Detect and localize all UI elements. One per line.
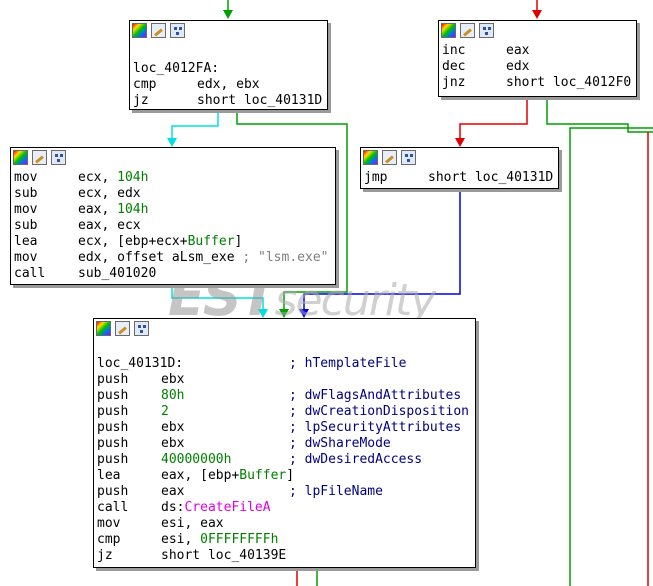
asm-line[interactable]: push	[97, 420, 129, 435]
asm-args: eax	[161, 484, 185, 499]
asm-line[interactable]: jz	[97, 548, 113, 563]
asm-line[interactable]: jnz	[442, 75, 466, 90]
block-header	[11, 148, 335, 167]
color-icon[interactable]	[96, 321, 111, 336]
block-header	[94, 319, 475, 338]
asm-line[interactable]: mov	[14, 170, 38, 185]
edit-icon[interactable]	[460, 23, 475, 38]
block-header	[439, 21, 636, 40]
asm-comment: ; lpFileName	[289, 484, 383, 499]
code-block-loop[interactable]: inc eax dec edx jnz short loc_4012F0	[438, 20, 637, 97]
asm-comment: ; dwFlagsAndAttributes	[289, 388, 462, 403]
asm-line[interactable]: jz	[133, 93, 149, 108]
edge-block3-to-block5	[171, 286, 264, 312]
edge-block2-to-block4	[459, 96, 528, 140]
asm-args: esi, 0FFFFFFFFh	[161, 532, 279, 547]
api-createfilea[interactable]: CreateFileA	[184, 500, 271, 515]
edge-arrow-block2	[532, 10, 542, 19]
asm-args: eax, 104h	[78, 202, 149, 217]
edge-right-green	[569, 127, 653, 586]
graph-icon[interactable]	[134, 321, 149, 336]
asm-args: 80h	[161, 388, 185, 403]
color-icon[interactable]	[13, 150, 28, 165]
asm-comment: ; hTemplateFile	[289, 356, 407, 371]
graph-icon[interactable]	[51, 150, 66, 165]
asm-comment: ; dwCreationDisposition	[289, 404, 470, 419]
asm-args: short loc_40131D	[428, 170, 554, 185]
asm-line[interactable]: lea	[97, 468, 121, 483]
asm-args: short loc_40139E	[161, 548, 287, 563]
asm-line[interactable]: sub	[14, 186, 38, 201]
asm-line[interactable]: push	[97, 372, 129, 387]
asm-args: short loc_4012F0	[506, 75, 632, 90]
edge-block1-to-block5	[236, 109, 348, 312]
asm-line[interactable]: push	[97, 388, 129, 403]
asm-args: eax, ecx	[78, 218, 141, 233]
asm-line[interactable]: sub	[14, 218, 38, 233]
block-header	[361, 148, 558, 167]
asm-line[interactable]: lea	[14, 234, 38, 249]
code-block-loc-40131d[interactable]: loc_40131D: ; hTemplateFile push ebx pus…	[93, 318, 476, 568]
asm-line[interactable]: call	[14, 266, 46, 281]
code-block-jmp[interactable]: jmp short loc_40131D	[360, 147, 559, 189]
asm-args: ecx, edx	[78, 186, 141, 201]
asm-line[interactable]: push	[97, 452, 129, 467]
asm-args: ebx	[161, 372, 185, 387]
code-block-lsm-copy[interactable]: mov ecx, 104h sub ecx, edx mov eax, 104h…	[10, 147, 336, 285]
asm-comment: ; dwShareMode	[289, 436, 391, 451]
block-header	[130, 21, 327, 40]
edge-arrow-block1	[223, 10, 233, 19]
edge-block1-to-block3	[171, 109, 219, 140]
edit-icon[interactable]	[151, 23, 166, 38]
asm-comment: ; lpSecurityAttributes	[289, 420, 462, 435]
asm-comment: ; dwDesiredAccess	[289, 452, 423, 467]
asm-line[interactable]: push	[97, 484, 129, 499]
asm-args: ds:CreateFileA	[161, 500, 271, 515]
asm-args: eax	[506, 43, 530, 58]
edit-icon[interactable]	[32, 150, 47, 165]
asm-args: ebx	[161, 420, 185, 435]
asm-label[interactable]: loc_4012FA:	[133, 61, 220, 76]
graph-icon[interactable]	[170, 23, 185, 38]
code-block-loc-4012fa[interactable]: loc_4012FA: cmp edx, ebx jz short loc_40…	[129, 20, 328, 110]
edge-block4-to-block5	[303, 190, 461, 312]
graph-icon[interactable]	[401, 150, 416, 165]
asm-args: eax, [ebp+Buffer]	[161, 468, 295, 483]
edit-icon[interactable]	[382, 150, 397, 165]
asm-args: sub_401020	[78, 266, 157, 281]
asm-line[interactable]: push	[97, 404, 129, 419]
asm-line[interactable]: call	[97, 500, 129, 515]
asm-args: ecx, [ebp+ecx+Buffer]	[78, 234, 243, 249]
asm-line[interactable]: cmp	[133, 77, 157, 92]
graph-icon[interactable]	[479, 23, 494, 38]
asm-args: ebx	[161, 436, 185, 451]
asm-line[interactable]: mov	[14, 250, 38, 265]
asm-line[interactable]: dec	[442, 59, 466, 74]
asm-args: short loc_40131D	[197, 93, 323, 108]
asm-line[interactable]: mov	[97, 516, 121, 531]
color-icon[interactable]	[441, 23, 456, 38]
asm-args: ecx, 104h	[78, 170, 149, 185]
asm-line[interactable]: cmp	[97, 532, 121, 547]
asm-line[interactable]: push	[97, 436, 129, 451]
color-icon[interactable]	[363, 150, 378, 165]
asm-label[interactable]: loc_40131D:	[97, 356, 184, 371]
asm-line[interactable]: jmp	[364, 170, 388, 185]
asm-line[interactable]: inc	[442, 43, 466, 58]
asm-args: 40000000h	[161, 452, 232, 467]
asm-line[interactable]: mov	[14, 202, 38, 217]
asm-args: edx, offset aLsm_exe ; "lsm.exe"	[78, 250, 329, 265]
asm-args: 2	[161, 404, 169, 419]
asm-args: edx	[506, 59, 530, 74]
edit-icon[interactable]	[115, 321, 130, 336]
asm-args: esi, eax	[161, 516, 224, 531]
color-icon[interactable]	[132, 23, 147, 38]
edge-block2-loop	[546, 96, 653, 133]
asm-args: edx, ebx	[197, 77, 260, 92]
